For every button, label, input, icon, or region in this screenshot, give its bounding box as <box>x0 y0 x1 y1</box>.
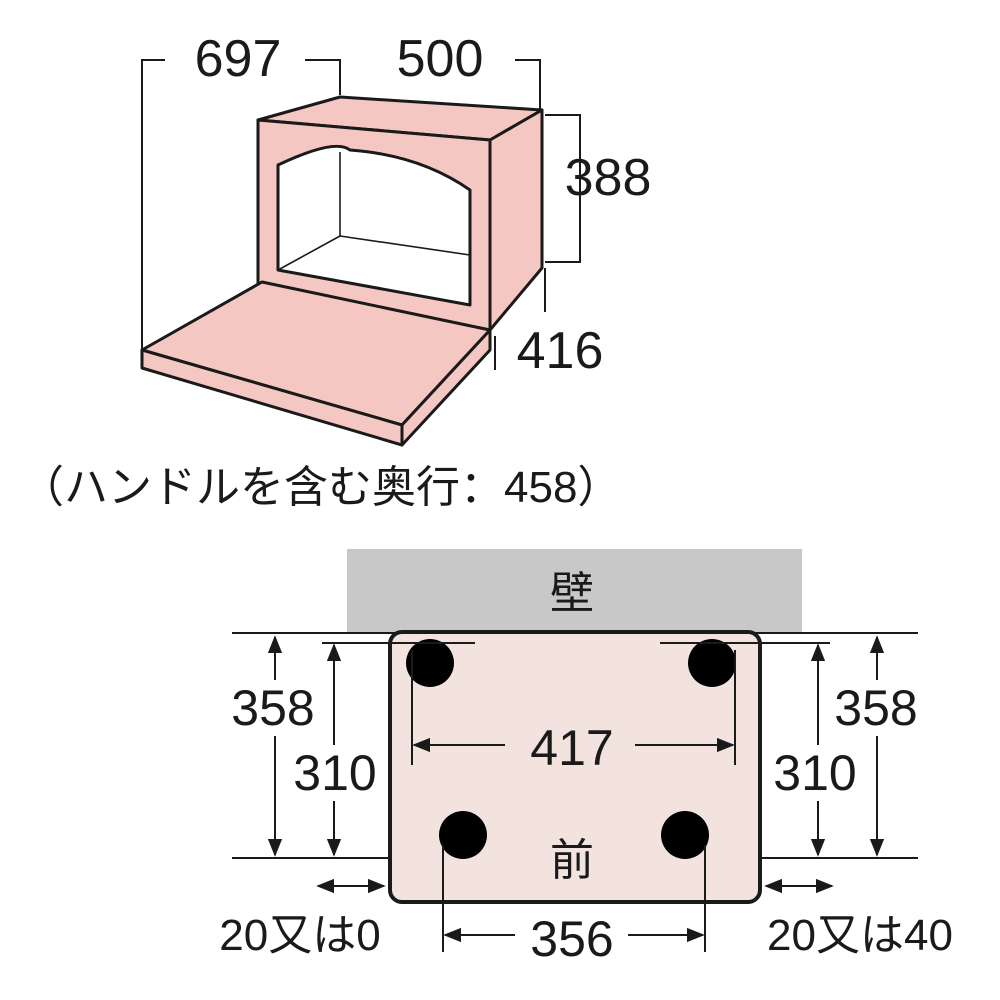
bottom-feet-span-label: 356 <box>530 911 613 967</box>
oven-cavity <box>276 144 472 307</box>
oven-door-edge-side <box>400 328 492 447</box>
footprint-view: 壁 417 356 前 358 310 <box>219 549 953 967</box>
right-clearance-label: 20又は40 <box>767 911 953 960</box>
oven-width-label: 697 <box>195 30 282 88</box>
left-clearance-label: 20又は0 <box>219 911 380 960</box>
right-outer-depth-label: 358 <box>834 680 917 736</box>
foot-back-left <box>406 639 454 687</box>
right-inner-depth-label: 310 <box>773 745 856 801</box>
wall-block <box>347 549 802 632</box>
oven-inner-width-label: 500 <box>397 30 484 88</box>
oven-side-face <box>488 108 544 332</box>
wall-label: 壁 <box>550 569 594 618</box>
oven-body <box>140 95 544 447</box>
oven-depth-label: 416 <box>517 322 604 380</box>
left-outer-depth-label: 358 <box>231 680 314 736</box>
foot-front-right <box>661 811 709 859</box>
oven-isometric-view: 697 500 388 416 （ハンドルを含む奥行：458） <box>20 30 651 512</box>
top-feet-span-label: 417 <box>530 720 613 776</box>
oven-height-label: 388 <box>565 149 652 207</box>
foot-back-right <box>688 639 736 687</box>
oven-depth-caption: （ハンドルを含む奥行：458） <box>20 463 621 512</box>
left-inner-depth-label: 310 <box>293 745 376 801</box>
foot-front-left <box>439 811 487 859</box>
oven-dimension-lines <box>141 59 581 370</box>
front-label: 前 <box>550 836 594 885</box>
